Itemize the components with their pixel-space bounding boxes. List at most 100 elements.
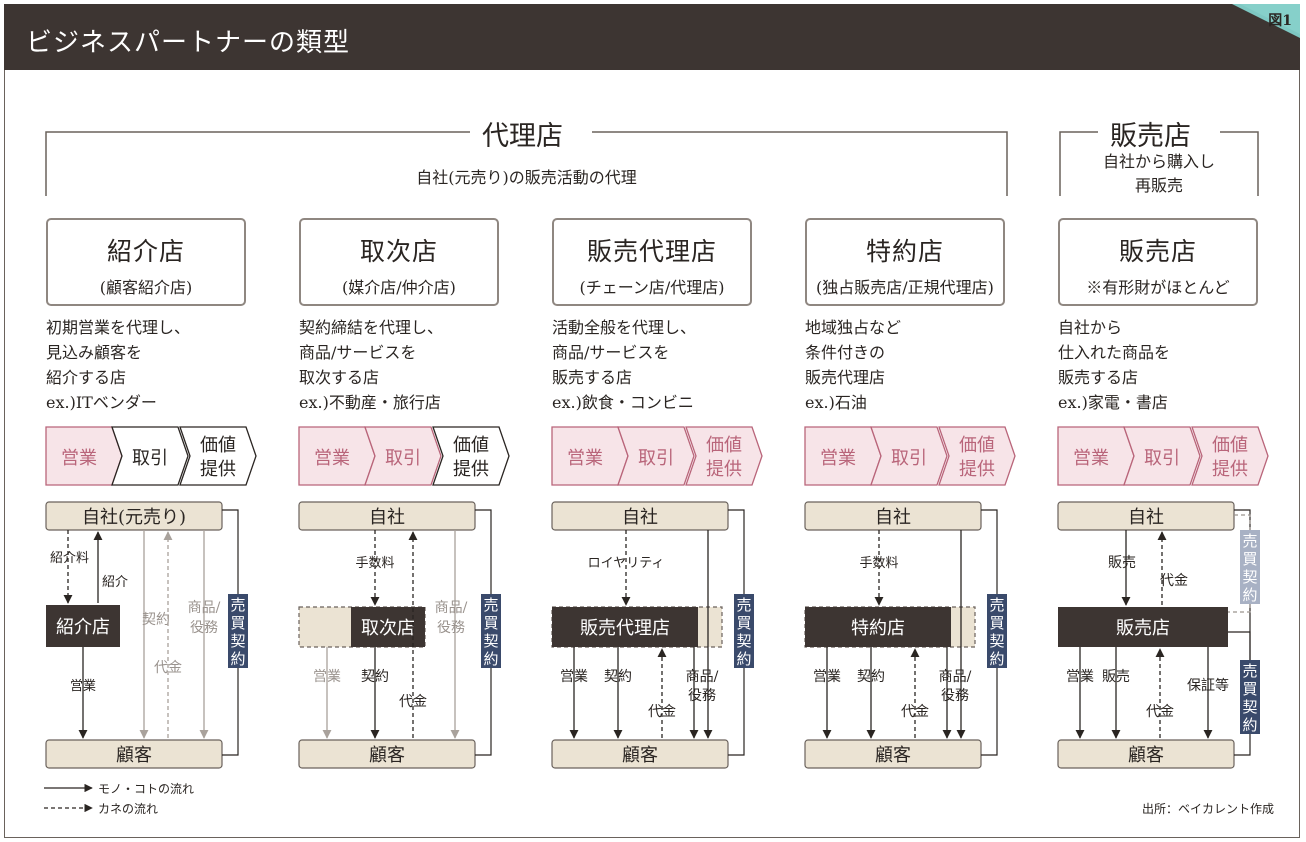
type-name: 取次店 [359, 237, 438, 266]
step-label: 価値 [200, 435, 236, 456]
goods-label: 商品/ [188, 600, 221, 616]
contract-label: 契約 [142, 612, 170, 628]
partner-label: 取次店 [361, 618, 415, 639]
type-box-hanbaiten: 販売店 ※有形財がほとんど [1058, 218, 1258, 306]
contract-label: 契約 [361, 669, 389, 685]
partner-box [46, 605, 120, 647]
group-subtitle-reseller: 自社から購入し 再販売 [1102, 152, 1215, 195]
warranty-label: 保証等 [1187, 677, 1229, 694]
goods-label: 商品/ [435, 600, 468, 616]
type-subname: ※有形財がほとんど [1086, 278, 1230, 297]
type-name: 特約店 [865, 237, 944, 266]
company-box [45, 501, 223, 531]
contract-tag-upper-char: 売 [1242, 532, 1257, 550]
payment-label: 代金 [1160, 573, 1188, 589]
contract-tag-char: 売 [989, 596, 1004, 614]
step-label: 提供 [453, 459, 489, 480]
fee-label: 手数料 [859, 556, 898, 571]
fee-label: 手数料 [355, 556, 394, 571]
sale-label: 販売 [1102, 669, 1130, 685]
page-title: ビジネスパートナーの類型 [26, 28, 351, 58]
contract-line-lower [1228, 631, 1251, 660]
goods-label: 商品/ [939, 669, 972, 685]
partner-box [351, 607, 425, 647]
step-label: 提供 [1212, 459, 1248, 480]
contract-tag-upper [1240, 530, 1260, 604]
step-label: 提供 [706, 459, 742, 480]
company-label: 自社(元売り) [82, 507, 186, 528]
contract-tag-char: 買 [483, 614, 498, 632]
step-label: 取引 [385, 448, 421, 469]
group-title-reseller: 販売店 [1102, 114, 1199, 153]
contract-tag-upper-char: 買 [1242, 550, 1257, 568]
payment-label: 代金 [648, 704, 676, 720]
contract-tag-char: 契 [736, 632, 751, 650]
group-subtitle-agency: 自社(元売り)の販売活動の代理 [416, 168, 637, 187]
step-label: 価値 [959, 435, 995, 456]
figure-badge-icon [1232, 4, 1300, 38]
company-label: 自社 [369, 507, 405, 528]
step-label: 取引 [891, 448, 927, 469]
step-label: 価値 [706, 435, 742, 456]
step-chevron [685, 426, 763, 486]
sales-label: 営業 [560, 669, 588, 685]
company-box [804, 501, 982, 531]
customer-label: 顧客 [116, 745, 152, 766]
step-label: 取引 [1144, 448, 1180, 469]
customer-box [551, 739, 729, 769]
partner-box [552, 607, 698, 647]
contract-tag-char: 売 [230, 596, 245, 614]
type-box-hanbai-dairiten: 販売代理店 (チェーン店/代理店) [552, 218, 752, 306]
type-name: 販売代理店 [586, 237, 717, 266]
step-chevron [179, 426, 257, 486]
contract-tag-upper-char: 契 [1242, 568, 1257, 586]
contract-tag-char: 約 [989, 650, 1004, 668]
payment-label: 代金 [154, 660, 182, 676]
company-label: 自社 [1128, 507, 1164, 528]
contract-tag-char: 売 [483, 596, 498, 614]
contract-label: 契約 [604, 669, 632, 685]
step-chevron [938, 426, 1016, 486]
step-label: 営業 [61, 448, 97, 469]
customer-label: 顧客 [369, 745, 405, 766]
fee-label: 紹介料 [50, 551, 89, 566]
legend-lines [44, 783, 93, 813]
legend-dashed: カネの流れ [98, 802, 159, 816]
customer-box [298, 739, 476, 769]
step-chevron [1191, 426, 1269, 486]
partner-box [805, 607, 951, 647]
step-label: 価値 [453, 435, 489, 456]
customer-label: 顧客 [875, 745, 911, 766]
customer-box [804, 739, 982, 769]
step-chevron [617, 426, 695, 486]
sales-label: 営業 [70, 678, 96, 694]
customer-label: 顧客 [1128, 745, 1164, 766]
type-subname: (顧客紹介店) [99, 278, 193, 297]
contract-tag-char: 買 [989, 614, 1004, 632]
type-box-toritsugiten: 取次店 (媒介店/仲介店) [299, 218, 499, 306]
fee-label: ロイヤリティ [588, 556, 665, 571]
source-note: 出所：ベイカレント作成 [1142, 802, 1275, 816]
type-subname: (媒介店/仲介店) [342, 278, 456, 297]
contract-tag-char: 約 [483, 650, 498, 668]
step-label: 営業 [1073, 448, 1109, 469]
contract-tag-char: 契 [1242, 698, 1257, 716]
company-box [1057, 501, 1235, 531]
contract-tag [734, 594, 754, 668]
company-label: 自社 [875, 507, 911, 528]
partner-label: 特約店 [851, 618, 905, 639]
contract-tag [987, 594, 1007, 668]
company-label: 自社 [622, 507, 658, 528]
contract-tag [481, 594, 501, 668]
partner-label: 紹介店 [56, 617, 110, 638]
goods-label: 役務 [190, 620, 218, 636]
contract-tag-char: 売 [736, 596, 751, 614]
step-chevron [1123, 426, 1201, 486]
type-subname: (チェーン店/代理店) [579, 278, 725, 297]
